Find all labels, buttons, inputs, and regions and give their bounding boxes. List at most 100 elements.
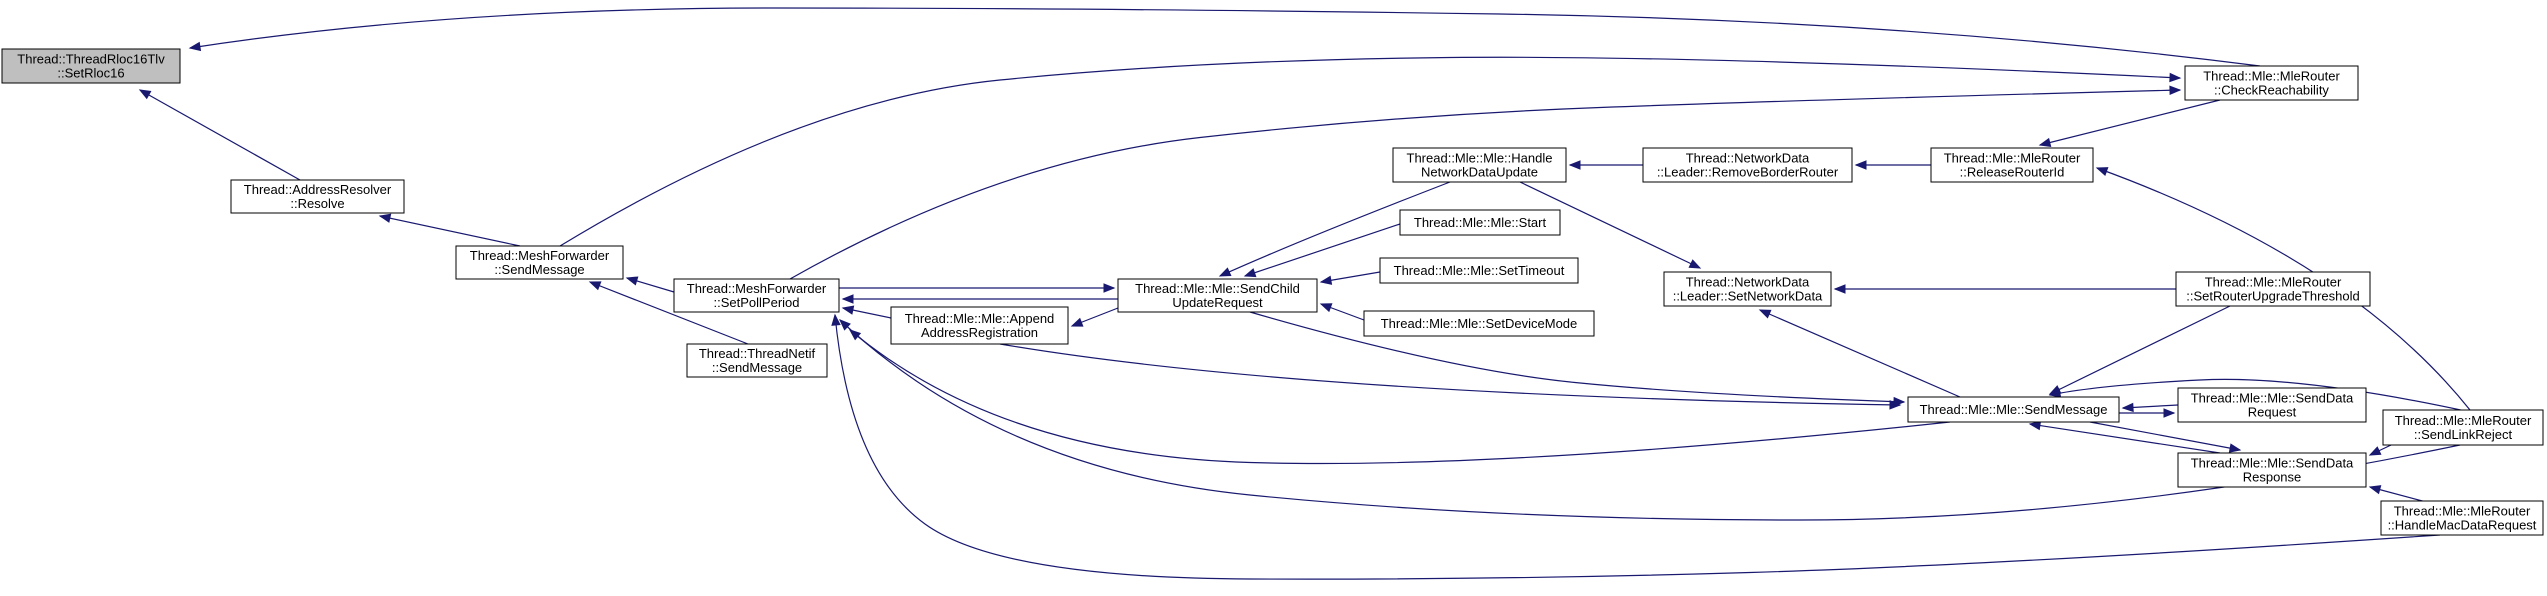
node-mf-sendmessage[interactable]: Thread::MeshForwarder::SendMessage xyxy=(455,245,624,280)
edge-send-child-update-to-mle-sendmessage xyxy=(1249,311,1906,407)
edge-line xyxy=(2039,99,2221,146)
edge-release-router-id-to-remove-border-router xyxy=(1854,160,1931,170)
node-box[interactable] xyxy=(1663,271,1832,307)
node-box[interactable] xyxy=(1379,257,1579,284)
node-label-line: Thread::Mle::MleRouter xyxy=(2395,413,2532,428)
edge-netif-sendmessage-to-mf-sendmessage xyxy=(588,281,749,345)
node-label-line: Request xyxy=(2248,405,2297,420)
node-send-link-reject[interactable]: Thread::Mle::MleRouter::SendLinkReject xyxy=(2382,409,2544,446)
edge-line xyxy=(999,343,1901,406)
node-box[interactable] xyxy=(1,48,181,84)
node-release-router-id[interactable]: Thread::Mle::MleRouter::ReleaseRouterId xyxy=(1930,147,2094,183)
node-netif-sendmessage[interactable]: Thread::ThreadNetif::SendMessage xyxy=(686,343,828,378)
node-label-line: Thread::Mle::Mle::SendChild xyxy=(1135,281,1300,296)
node-box[interactable] xyxy=(2380,500,2544,536)
node-label-line: Thread::Mle::MleRouter xyxy=(1944,151,2081,166)
node-box[interactable] xyxy=(2175,271,2371,307)
edge-mle-setdevicemode-to-send-child-update xyxy=(1319,303,1365,321)
node-label-line: ::SetPollPeriod xyxy=(714,295,800,310)
arrowhead-icon xyxy=(1833,284,1846,294)
edge-mf-sendmessage-to-check-reachability xyxy=(559,56,2182,247)
node-label-line: Thread::NetworkData xyxy=(1686,275,1810,290)
node-mf-setpollperiod[interactable]: Thread::MeshForwarder::SetPollPeriod xyxy=(673,278,840,313)
node-remove-border-router[interactable]: Thread::NetworkData::Leader::RemoveBorde… xyxy=(1642,147,1853,183)
node-box[interactable] xyxy=(673,278,840,313)
node-label-line: Thread::Mle::MleRouter xyxy=(2203,69,2340,84)
edge-mle-sendmessage-to-senddata-request xyxy=(2119,408,2176,418)
node-box[interactable] xyxy=(890,306,1069,345)
node-box[interactable] xyxy=(1117,278,1318,313)
node-box[interactable] xyxy=(2382,409,2544,446)
arrowhead-icon xyxy=(2163,408,2176,418)
node-mle-sendmessage[interactable]: Thread::Mle::Mle::SendMessage xyxy=(1907,396,2120,423)
edge-line xyxy=(2049,378,2471,413)
node-box[interactable] xyxy=(230,179,405,214)
arrowhead-icon xyxy=(625,276,639,286)
node-mle-start[interactable]: Thread::Mle::Mle::Start xyxy=(1399,209,1561,236)
node-setrloc16[interactable]: Thread::ThreadRloc16Tlv::SetRloc16 xyxy=(1,48,181,84)
node-box[interactable] xyxy=(1363,310,1595,337)
arrowhead-icon xyxy=(1758,309,1772,319)
node-label-line: Thread::MeshForwarder xyxy=(470,248,610,263)
node-append-addr-reg[interactable]: Thread::Mle::Mle::AppendAddressRegistrat… xyxy=(890,306,1069,345)
arrowhead-icon xyxy=(1243,268,1257,278)
arrowhead-icon xyxy=(2028,420,2042,431)
node-label-line: ::SetRloc16 xyxy=(57,66,124,81)
edge-mle-start-to-send-child-update xyxy=(1243,223,1401,278)
edge-line xyxy=(189,7,2261,67)
node-mle-setdevicemode[interactable]: Thread::Mle::Mle::SetDeviceMode xyxy=(1363,310,1595,337)
edge-line xyxy=(379,215,521,247)
node-box[interactable] xyxy=(1907,396,2120,423)
node-mle-settimeout[interactable]: Thread::Mle::Mle::SetTimeout xyxy=(1379,257,1579,284)
edge-mf-setpollperiod-to-mf-sendmessage xyxy=(625,276,675,293)
node-label-line: ::Leader::SetNetworkData xyxy=(1673,289,1823,304)
node-box[interactable] xyxy=(1930,147,2094,183)
node-label-line: Thread::MeshForwarder xyxy=(687,281,827,296)
edge-senddata-request-to-mle-sendmessage xyxy=(2121,402,2179,413)
edge-remove-border-router-to-handle-netdata xyxy=(1568,160,1643,170)
node-box[interactable] xyxy=(1642,147,1853,183)
node-check-reachability[interactable]: Thread::Mle::MleRouter::CheckReachabilit… xyxy=(2184,65,2359,101)
arrowhead-icon xyxy=(839,319,851,331)
edge-line xyxy=(839,319,2461,521)
node-label-line: Thread::Mle::MleRouter xyxy=(2205,275,2342,290)
node-box[interactable] xyxy=(1392,147,1567,183)
edge-line xyxy=(789,89,2181,280)
node-label-line: Response xyxy=(2243,470,2302,485)
node-set-router-upgrade[interactable]: Thread::Mle::MleRouter::SetRouterUpgrade… xyxy=(2175,271,2371,307)
node-resolve[interactable]: Thread::AddressResolver::Resolve xyxy=(230,179,405,214)
node-label-line: ::SendMessage xyxy=(494,262,584,277)
edge-line xyxy=(1219,181,1451,277)
node-box[interactable] xyxy=(686,343,828,378)
arrowhead-icon xyxy=(138,89,152,100)
node-set-network-data[interactable]: Thread::NetworkData::Leader::SetNetworkD… xyxy=(1663,271,1832,307)
arrowhead-icon xyxy=(2038,137,2052,148)
node-handle-netdata[interactable]: Thread::Mle::Mle::HandleNetworkDataUpdat… xyxy=(1392,147,1567,183)
edge-send-child-update-to-mf-setpollperiod xyxy=(841,294,1118,304)
node-box[interactable] xyxy=(2177,387,2367,423)
edge-line xyxy=(1519,181,1701,269)
edge-handle-mac-data-to-senddata-response xyxy=(2368,485,2431,504)
node-box[interactable] xyxy=(455,245,624,280)
arrowhead-icon xyxy=(2169,85,2182,96)
arrowhead-icon xyxy=(2121,402,2134,413)
node-label-line: Thread::ThreadRloc16Tlv xyxy=(17,52,165,67)
arrowhead-icon xyxy=(588,281,602,291)
edge-handle-netdata-to-send-child-update xyxy=(1218,181,1451,277)
edge-line xyxy=(559,56,2181,247)
node-label-line: Thread::Mle::Mle::Append xyxy=(905,311,1055,326)
node-box[interactable] xyxy=(2184,65,2359,101)
edge-line xyxy=(2049,305,2231,395)
edge-set-router-upgrade-to-set-network-data xyxy=(1833,284,2176,294)
node-label-line: Thread::Mle::Mle::SendData xyxy=(2191,391,2354,406)
node-handle-mac-data[interactable]: Thread::Mle::MleRouter::HandleMacDataReq… xyxy=(2380,500,2544,536)
node-box[interactable] xyxy=(2177,452,2367,488)
edges-layer xyxy=(138,7,2471,580)
node-box[interactable] xyxy=(1399,209,1561,236)
node-label-line: Thread::Mle::Mle::SendData xyxy=(2191,456,2354,471)
edge-send-child-update-to-append-addr-reg xyxy=(1070,307,1119,327)
node-label-line: ::HandleMacDataRequest xyxy=(2388,518,2537,533)
